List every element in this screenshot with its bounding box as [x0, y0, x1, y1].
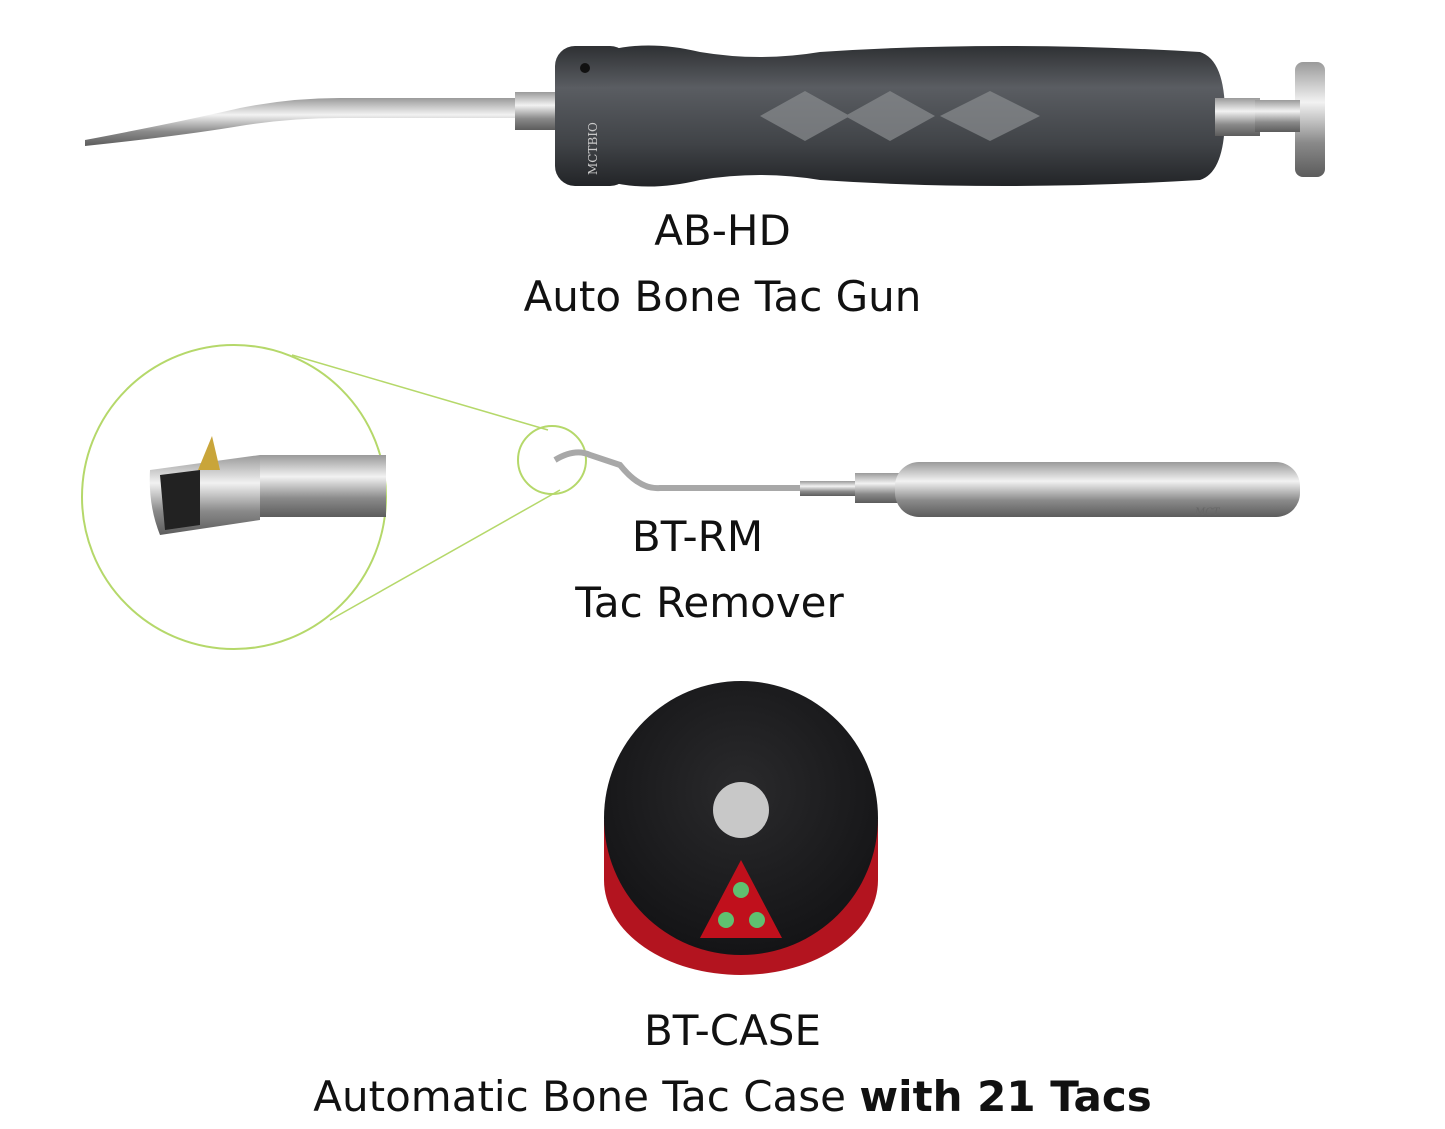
product-name-bt-case: Automatic Bone Tac Case with 21 Tacs	[10, 1076, 1445, 1118]
tac-case-image	[604, 681, 878, 975]
tac-remover-engraving: MCT	[1194, 507, 1221, 518]
product-code-bt-case: BT-CASE	[643, 1006, 822, 1055]
product-code-bt-rm: BT-RM	[631, 512, 764, 561]
tac-remover-image: MCT	[553, 449, 1300, 518]
product-code-ab-hd: AB-HD	[654, 206, 791, 255]
product-name-bt-rm: Tac Remover	[575, 578, 844, 627]
tac-gun-image: MCTBIO	[85, 45, 1325, 187]
product-name-ab-hd: Auto Bone Tac Gun	[523, 272, 922, 321]
tac-remover-detail-magnifier	[81, 344, 587, 650]
product-name-bold: with 21 Tacs	[859, 1072, 1152, 1121]
tac-gun-engraving: MCTBIO	[586, 122, 600, 175]
product-name-regular: Automatic Bone Tac Case	[313, 1072, 847, 1121]
